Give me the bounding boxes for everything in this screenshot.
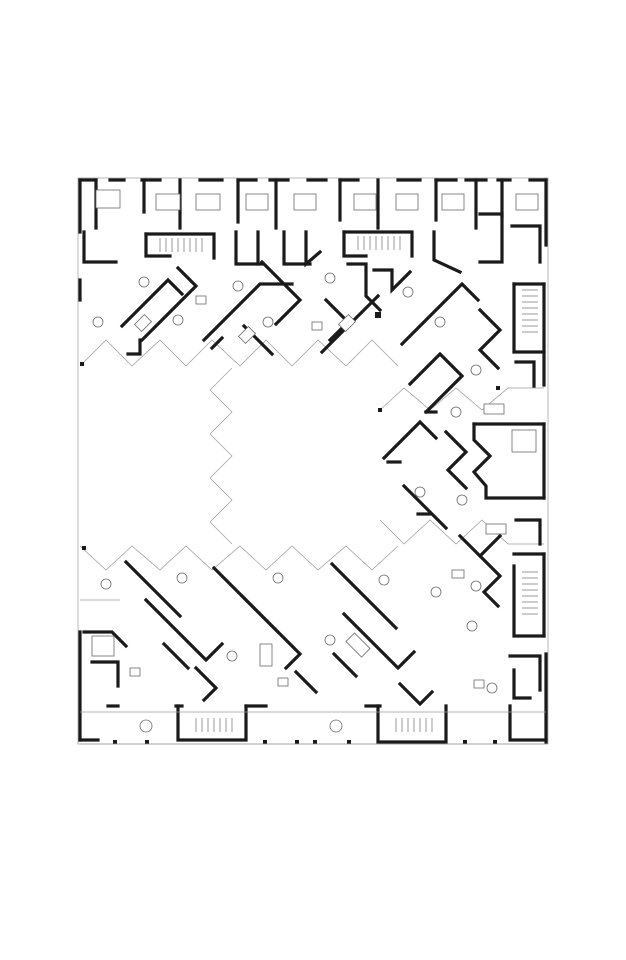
perimeter-walls xyxy=(78,178,548,744)
courtyard xyxy=(79,339,544,601)
units-top-row xyxy=(82,178,542,275)
units-diagonal-lower xyxy=(82,559,542,733)
plot-outline xyxy=(77,177,549,745)
bottom-terrace xyxy=(80,711,546,745)
units-right-side xyxy=(381,281,546,638)
units-diagonal-upper xyxy=(92,259,414,357)
structural-columns xyxy=(80,312,500,744)
